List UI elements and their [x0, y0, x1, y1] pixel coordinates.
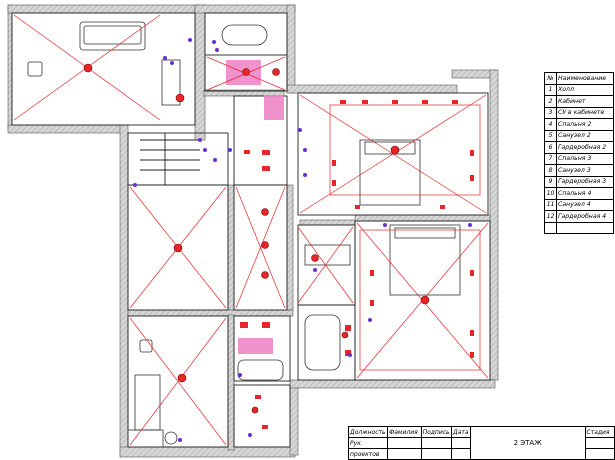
stamp-col-surname: Фамилия: [387, 426, 422, 438]
interior-partitions: [11, 12, 491, 448]
legend-header-name: Наименование: [556, 72, 614, 85]
legend-room: Санузел 4: [556, 198, 614, 211]
legend-no: 3: [544, 106, 557, 119]
legend-no: 11: [544, 198, 557, 211]
spot-lights: [240, 100, 474, 429]
stamp-role-lead: Рук.: [347, 437, 389, 449]
legend-room: Холл: [556, 83, 614, 96]
legend-room: Спальня 2: [556, 118, 614, 131]
exterior-walls: [7, 4, 499, 458]
light-fixtures: [83, 63, 430, 414]
wet-zones: [226, 60, 284, 354]
legend-no: 1: [544, 83, 557, 96]
legend-no: 12: [544, 210, 557, 223]
legend-room: Гардеробная 4: [556, 210, 614, 223]
switches: [133, 38, 472, 442]
stamp-stage: Стадия: [584, 426, 615, 438]
title-block: Должность Фамилия Подпись Дата 2 ЭТАЖ Ст…: [347, 426, 615, 460]
legend-room: Санузел 2: [556, 129, 614, 142]
legend-no: 8: [544, 164, 557, 177]
legend-room: Спальня 3: [556, 152, 614, 165]
legend-room: Гардеробная 2: [556, 141, 614, 154]
legend-no: 2: [544, 95, 557, 108]
legend-room: Гардеробная 3: [556, 175, 614, 188]
stamp-role-projects: проектов: [347, 448, 389, 460]
legend-no: 4: [544, 118, 557, 131]
legend-no: 7: [544, 152, 557, 165]
sheet-title: 2 ЭТАЖ: [469, 426, 586, 460]
legend-room: СУ в кабинете: [556, 106, 614, 119]
legend-no: 9: [544, 175, 557, 188]
stamp-col-role: Должность: [347, 426, 389, 438]
legend-room: Кабинет: [556, 95, 614, 108]
legend-no: 10: [544, 187, 557, 200]
stamp-col-signature: Подпись: [420, 426, 453, 438]
stamp-col-date: Дата: [451, 426, 471, 438]
furniture: [27, 21, 461, 448]
legend-room: Санузел 3: [556, 164, 614, 177]
legend-room: Спальня 4: [556, 187, 614, 200]
legend-header-no: №: [544, 72, 557, 85]
legend-no: 6: [544, 141, 557, 154]
legend-no: 5: [544, 129, 557, 142]
